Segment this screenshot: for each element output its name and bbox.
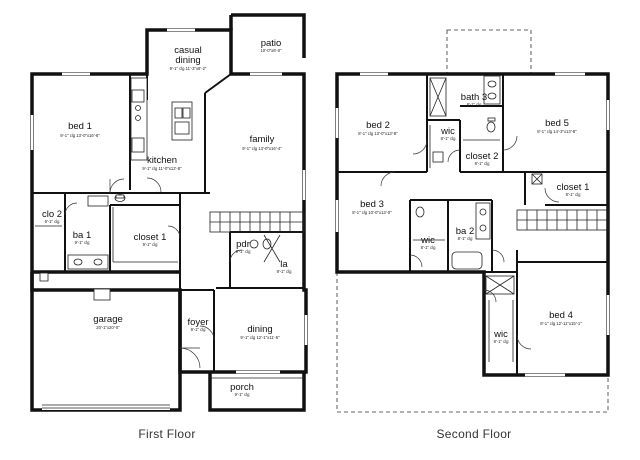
- room-label-kitchen: kitchen 9'-1" clg 11'-0"x12'-8": [142, 155, 182, 171]
- room-label-closet-2: closet 2 8'-1" clg: [466, 151, 499, 166]
- room-label-ba-2: ba 2 8'-1" clg: [456, 226, 475, 241]
- room-label-closet-1-first-floor: closet 1 9'-1" clg: [134, 232, 167, 247]
- svg-text:casual: casual: [174, 45, 201, 56]
- room-label-ba-1: ba 1 9'-1" clg: [73, 230, 92, 245]
- doors-first-floor: [64, 177, 243, 369]
- stairs-second-floor: [516, 209, 609, 231]
- svg-text:9'-1" clg: 9'-1" clg: [235, 392, 251, 397]
- water-heater-icon: [93, 288, 111, 301]
- svg-text:9'-1" clg: 9'-1" clg: [236, 249, 252, 254]
- svg-text:wic: wic: [420, 235, 435, 246]
- svg-text:kitchen: kitchen: [147, 155, 177, 166]
- svg-text:9'-1" clg: 9'-1" clg: [143, 242, 159, 247]
- svg-text:9'-1" clg: 9'-1" clg: [277, 269, 293, 274]
- svg-text:9'-1" clg 12'-1"x11'-5": 9'-1" clg 12'-1"x11'-5": [240, 335, 280, 340]
- first-floor-exterior-wall: [30, 28, 308, 374]
- svg-text:bed 2: bed 2: [366, 120, 390, 131]
- room-label-dining: dining 9'-1" clg 12'-1"x11'-5": [240, 324, 280, 340]
- first-floor-caption: First Floor: [138, 427, 195, 441]
- svg-text:family: family: [250, 134, 275, 145]
- svg-text:bed 3: bed 3: [360, 199, 384, 210]
- svg-text:dining: dining: [175, 55, 200, 66]
- svg-text:8'-1" clg 10'-0"x13'-0": 8'-1" clg 10'-0"x13'-0": [352, 210, 392, 215]
- doors-second-floor: [380, 135, 560, 350]
- svg-text:8'-1" clg: 8'-1" clg: [467, 102, 483, 107]
- room-label-bed-4: bed 4 8'-1" clg 12'-11"x15'-1": [540, 310, 582, 326]
- room-label-bed-3: bed 3 8'-1" clg 10'-0"x13'-0": [352, 199, 392, 215]
- room-label-bath-3: bath 3 8'-1" clg: [461, 92, 487, 107]
- svg-text:10'-0"x6'-0": 10'-0"x6'-0": [260, 48, 282, 53]
- svg-text:8'-1" clg 13'-0"x13'-8": 8'-1" clg 13'-0"x13'-8": [358, 131, 398, 136]
- second-floor-exterior-wall: [335, 72, 610, 377]
- room-label-wic-bed-2: wic 8'-1" clg: [440, 126, 456, 141]
- stairs-first-floor: [209, 211, 305, 233]
- svg-text:8'-1" clg: 8'-1" clg: [421, 245, 437, 250]
- svg-text:closet 2: closet 2: [466, 151, 499, 162]
- svg-text:bed 1: bed 1: [68, 121, 92, 132]
- svg-text:8'-1" clg: 8'-1" clg: [458, 236, 474, 241]
- svg-text:wic: wic: [493, 329, 508, 340]
- svg-text:9'-1" clg 13'-0"x16'-6": 9'-1" clg 13'-0"x16'-6": [60, 133, 100, 138]
- svg-text:9'-1" clg 11'-3"x6'-2": 9'-1" clg 11'-3"x6'-2": [170, 66, 207, 71]
- room-label-family: family 9'-1" clg 13'-0"x16'-4": [242, 134, 282, 151]
- room-label-la: la 9'-1" clg: [277, 259, 293, 274]
- svg-text:closet 1: closet 1: [134, 232, 167, 243]
- svg-text:foyer: foyer: [187, 317, 208, 328]
- svg-text:8'-1" clg 14'-3"x13'-8": 8'-1" clg 14'-3"x13'-8": [537, 129, 577, 134]
- room-label-bed-1: bed 1 9'-1" clg 13'-0"x16'-6": [60, 121, 100, 138]
- second-floor-caption: Second Floor: [437, 427, 512, 441]
- svg-text:8'-1" clg: 8'-1" clg: [494, 339, 510, 344]
- svg-text:bed 5: bed 5: [545, 118, 569, 129]
- room-label-clo-2: clo 2 9'-1" clg: [42, 209, 62, 224]
- svg-text:patio: patio: [261, 38, 282, 49]
- svg-text:porch: porch: [230, 382, 254, 393]
- patio-outline: [229, 13, 306, 58]
- svg-text:8'-1" clg: 8'-1" clg: [566, 192, 582, 197]
- svg-text:8'-1" clg: 8'-1" clg: [475, 161, 491, 166]
- room-label-wic-bed-3: wic 8'-1" clg: [420, 235, 436, 250]
- room-label-closet-1-second-floor: closet 1 8'-1" clg: [557, 182, 590, 197]
- room-label-patio: patio 10'-0"x6'-0": [260, 38, 282, 53]
- room-label-pdr: pdr 9'-1" clg: [236, 239, 252, 254]
- kitchen-fixtures: [130, 77, 193, 161]
- svg-text:garage: garage: [93, 314, 123, 325]
- svg-text:20'-1"x20'-0": 20'-1"x20'-0": [96, 325, 120, 330]
- second-floor-plan: bath 3 8'-1" clg bed 2 8'-1" clg 13'-0"x…: [335, 29, 610, 441]
- svg-text:dining: dining: [247, 324, 272, 335]
- svg-text:clo 2: clo 2: [42, 209, 62, 220]
- svg-text:8'-1" clg: 8'-1" clg: [441, 136, 457, 141]
- room-label-foyer: foyer 9'-1" clg: [187, 317, 208, 332]
- svg-text:8'-1" clg 12'-11"x15'-1": 8'-1" clg 12'-11"x15'-1": [540, 321, 582, 326]
- room-label-garage: garage 20'-1"x20'-0": [93, 314, 123, 330]
- bath-fixtures-second-floor: [415, 75, 543, 362]
- garage-below-outline: [336, 272, 609, 413]
- porch-outline: [208, 372, 306, 412]
- room-label-bed-5: bed 5 8'-1" clg 14'-3"x13'-8": [537, 118, 577, 134]
- first-floor-plan: patio 10'-0"x6'-0" casual dining 9'-1" c…: [30, 13, 308, 441]
- svg-text:pdr: pdr: [236, 239, 250, 250]
- svg-text:ba 2: ba 2: [456, 226, 475, 237]
- patio-below-outline: [446, 29, 532, 75]
- svg-text:9'-1" clg: 9'-1" clg: [75, 240, 91, 245]
- svg-text:9'-1" clg 13'-0"x16'-4": 9'-1" clg 13'-0"x16'-4": [242, 146, 282, 151]
- svg-text:9'-1" clg 11'-0"x12'-8": 9'-1" clg 11'-0"x12'-8": [142, 166, 182, 171]
- room-label-wic-bed-4: wic 8'-1" clg: [493, 329, 509, 344]
- svg-text:wic: wic: [440, 126, 455, 137]
- svg-text:bed 4: bed 4: [549, 310, 573, 321]
- svg-text:la: la: [280, 259, 288, 270]
- svg-text:ba 1: ba 1: [73, 230, 92, 241]
- room-label-bed-2: bed 2 8'-1" clg 13'-0"x13'-8": [358, 120, 398, 136]
- svg-text:9'-1" clg: 9'-1" clg: [45, 219, 61, 224]
- bath-fixtures-first-floor: [67, 194, 281, 270]
- svg-text:closet 1: closet 1: [557, 182, 590, 193]
- room-label-porch: porch 9'-1" clg: [230, 382, 254, 397]
- svg-text:9'-1" clg: 9'-1" clg: [191, 327, 207, 332]
- room-label-casual-dining: casual dining 9'-1" clg 11'-3"x6'-2": [170, 45, 207, 71]
- svg-text:bath 3: bath 3: [461, 92, 487, 103]
